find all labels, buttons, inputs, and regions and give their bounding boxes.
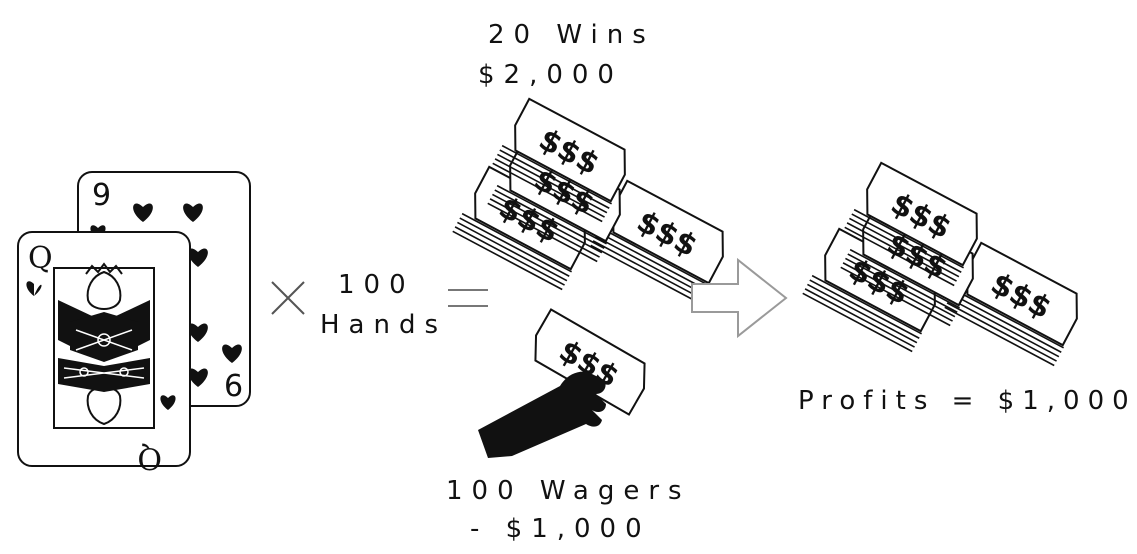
card-front-rank-bottom: Q [137, 440, 162, 475]
label-hands: Hands [320, 310, 448, 340]
label-multiplier: 100 [338, 270, 415, 300]
card-front-rank: Q [28, 241, 53, 276]
label-winnings: $2,000 [478, 60, 623, 90]
diagram: $$$ 9 6 [17, 20, 1129, 544]
label-wager-amount: - $1,000 [470, 514, 651, 544]
label-profits: Profits = $1,000 [798, 386, 1137, 416]
hand-with-cash-icon [478, 308, 656, 458]
money-stack-profits [801, 161, 1089, 367]
arrow-right-icon [691, 257, 788, 339]
equals-icon [448, 289, 488, 307]
label-wins: 20 Wins [488, 20, 655, 50]
multiply-icon [271, 281, 305, 315]
card-queen: Q Q [17, 231, 191, 475]
diagram-canvas: $$$ 9 6 [17, 97, 1089, 475]
card-back-rank: 9 [92, 178, 111, 213]
label-wagers: 100 Wagers [446, 476, 691, 506]
card-back-rank-bottom: 6 [224, 369, 243, 404]
money-stack-winnings [451, 97, 735, 305]
